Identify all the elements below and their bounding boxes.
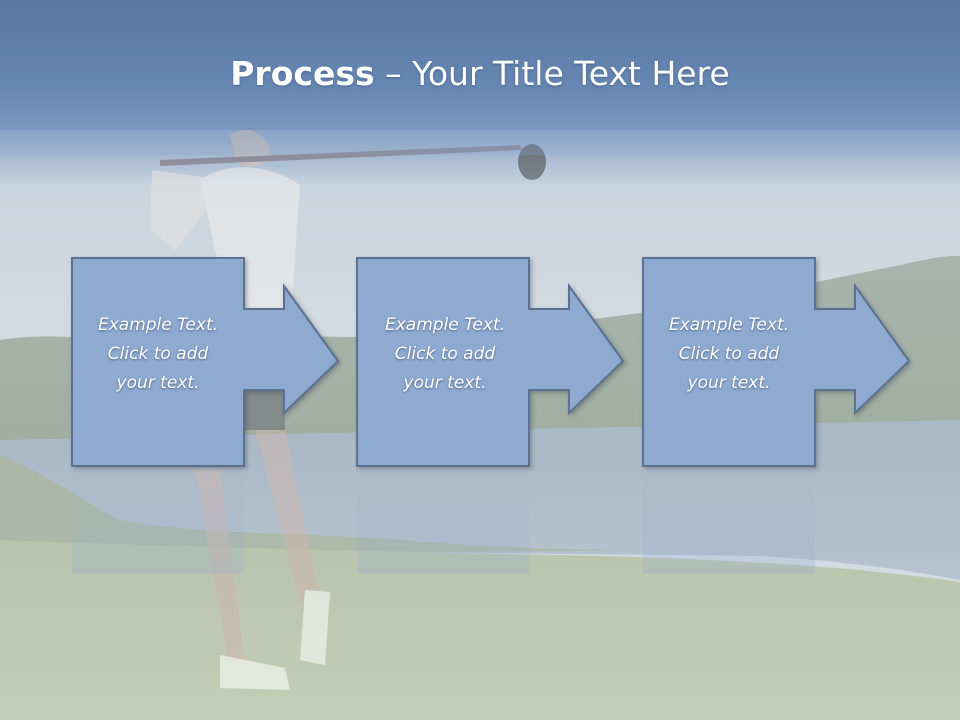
step-1-line-3: your text. [116,373,200,393]
step-3-line-3: your text. [687,373,771,393]
process-step-2[interactable] [356,257,625,574]
title-rest: – Your Title Text Here [374,54,730,93]
step-2-arrow-shape[interactable] [356,257,625,467]
step-1-text[interactable]: Example Text. Click to add your text. [78,311,238,398]
step-2-line-2: Click to add [394,344,496,364]
step-2-line-3: your text. [403,373,487,393]
step-2-line-1: Example Text. [384,315,506,335]
step-2-text[interactable]: Example Text. Click to add your text. [365,311,525,398]
step-1-line-1: Example Text. [97,315,219,335]
title-bold: Process [230,54,375,93]
step-3-text[interactable]: Example Text. Click to add your text. [649,311,809,398]
step-3-line-2: Click to add [678,344,780,364]
step-3-arrow-shape[interactable] [642,257,911,467]
step-1-line-2: Click to add [107,344,209,364]
step-1-arrow-shape[interactable] [71,257,340,467]
slide-title[interactable]: Process – Your Title Text Here [0,52,960,96]
process-step-3[interactable] [642,257,911,574]
process-step-1[interactable] [71,257,340,574]
step-3-line-1: Example Text. [668,315,790,335]
